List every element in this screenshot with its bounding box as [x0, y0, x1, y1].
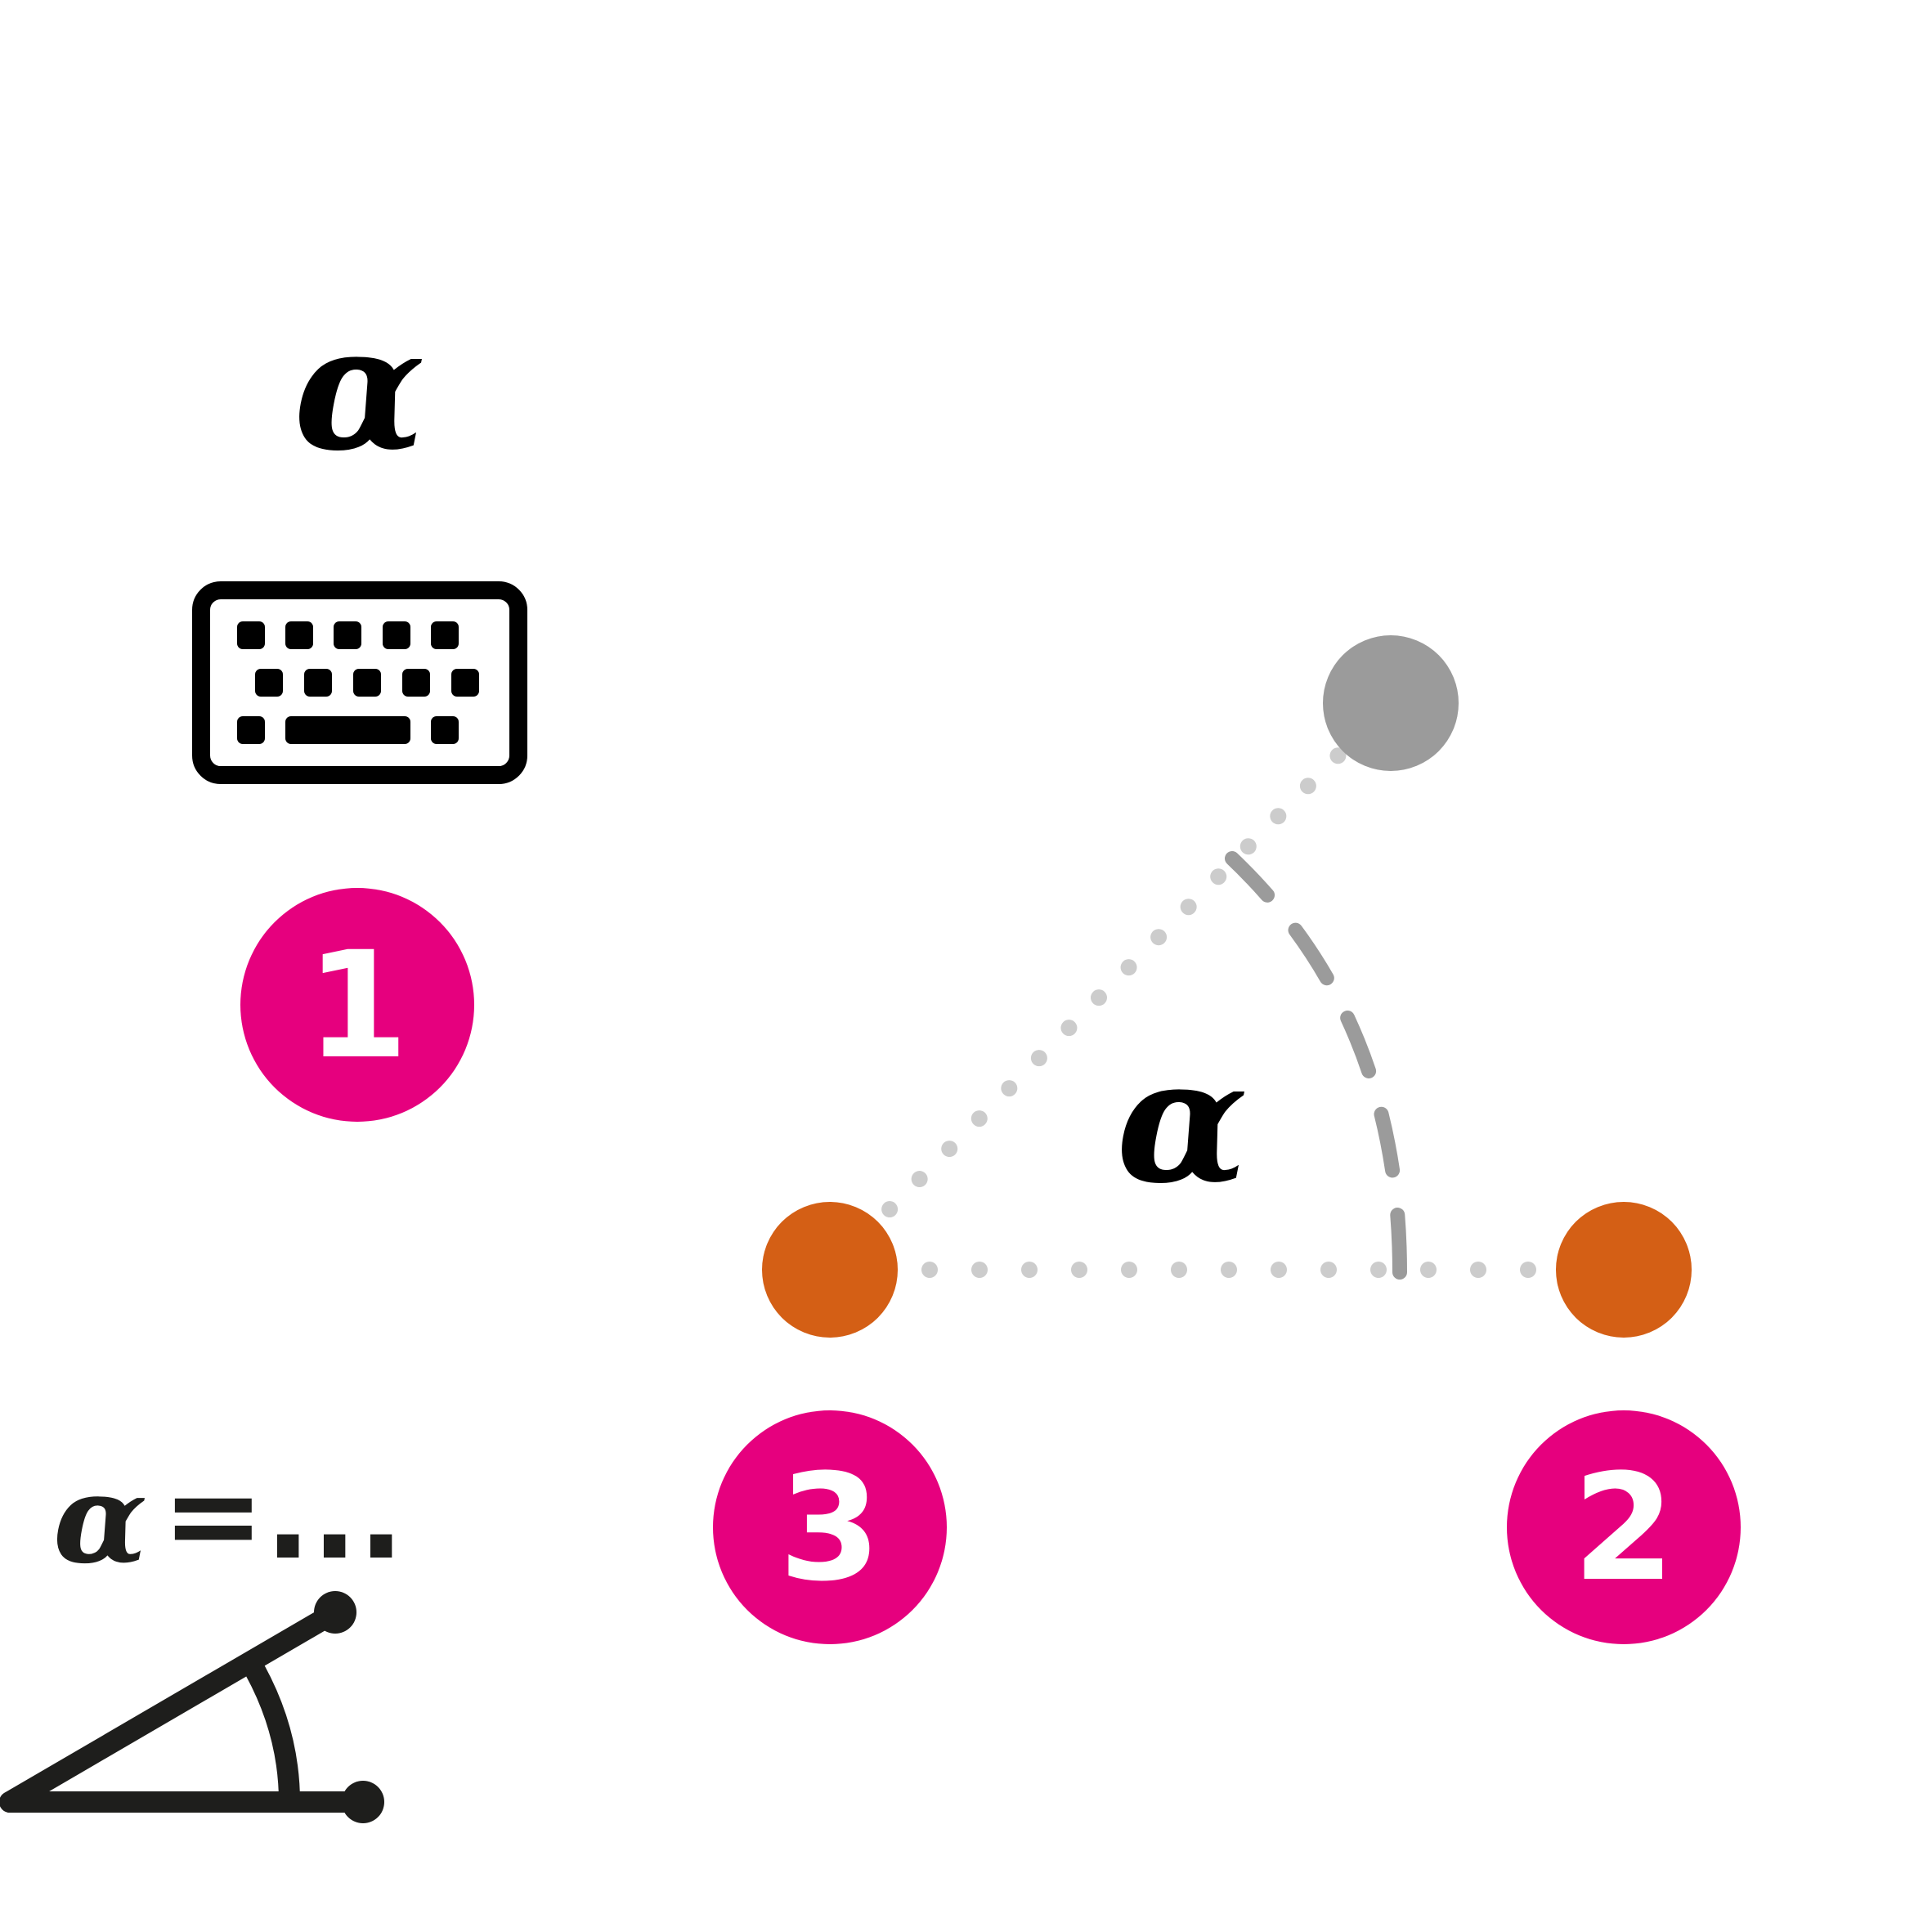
alpha-symbol-step-1: α: [294, 287, 426, 489]
dotted-leg-left: [822, 695, 1398, 1278]
tool-alpha-symbol: α: [53, 1447, 147, 1591]
step-badge-2-number: 2: [1572, 1443, 1674, 1614]
dashed-arc: [1225, 851, 1407, 1280]
step-badge-1-number: 1: [306, 921, 408, 1092]
step-badge-2: 2: [1507, 1410, 1741, 1644]
angle-with-given-size-icon: α =...: [0, 1445, 405, 1823]
angle-label: α: [1116, 1020, 1248, 1222]
tool-equals-dots: =...: [162, 1445, 405, 1587]
point-vertex: [762, 1202, 898, 1338]
keyboard-icon: [192, 581, 527, 784]
point-new: [1323, 635, 1459, 771]
step-badge-3-number: 3: [778, 1443, 881, 1614]
step-badge-1: 1: [240, 888, 474, 1122]
step-badge-3: 3: [713, 1410, 947, 1644]
point-leg: [1556, 1202, 1692, 1338]
